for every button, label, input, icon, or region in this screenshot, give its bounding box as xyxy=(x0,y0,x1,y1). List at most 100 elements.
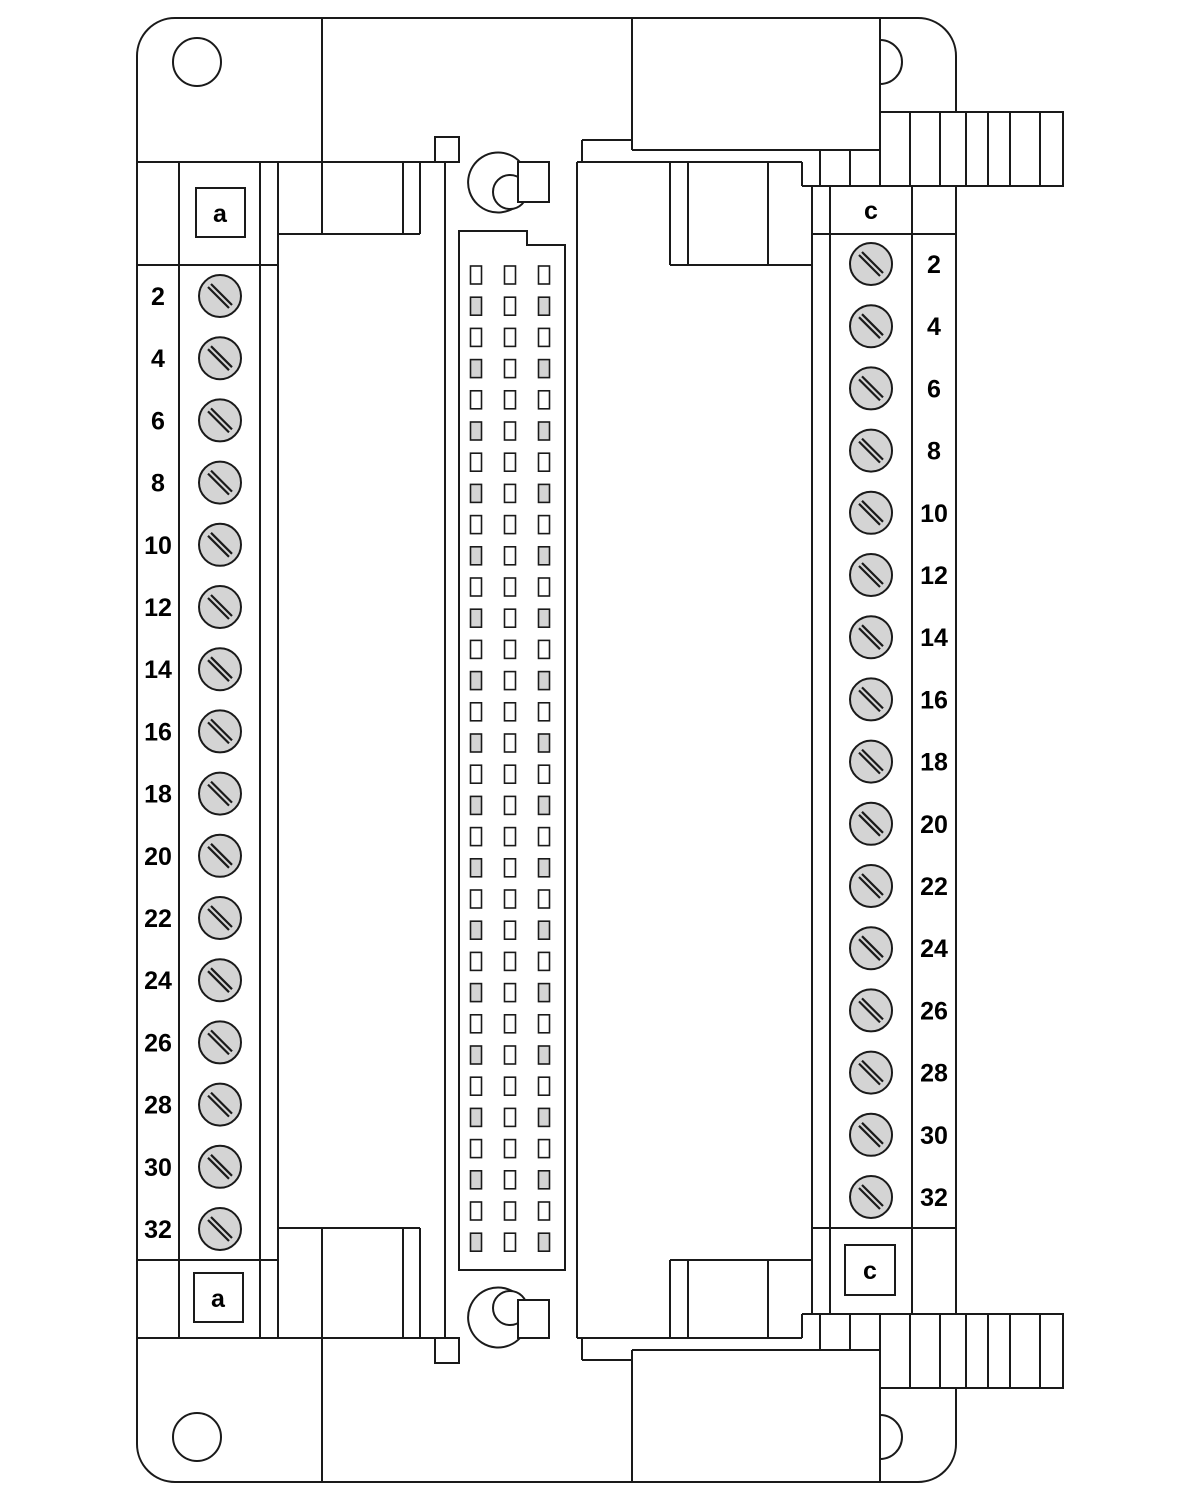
connector-pin xyxy=(537,920,551,941)
connector-pin xyxy=(537,1107,551,1128)
right-terminal-screw-30 xyxy=(849,1112,893,1157)
connector-pin xyxy=(537,795,551,816)
connector-pin xyxy=(469,358,483,379)
connector-pin xyxy=(537,265,551,285)
left-terminal-label-10: 10 xyxy=(144,532,172,560)
connector-pin xyxy=(503,920,517,941)
left-terminal-label-30: 30 xyxy=(144,1154,172,1182)
connector-pin xyxy=(537,577,551,597)
connector-pin xyxy=(537,857,551,878)
right-terminal-label-18: 18 xyxy=(920,749,948,777)
connector-pin xyxy=(503,639,517,660)
connector-pin xyxy=(503,1170,517,1190)
connector-pin xyxy=(537,1201,551,1221)
connector-pin xyxy=(503,608,517,629)
connector-pin xyxy=(537,421,551,441)
connector-pin xyxy=(503,514,517,535)
connector-pin xyxy=(537,545,551,566)
connector-pin xyxy=(537,764,551,785)
mounting-hole-top-right xyxy=(879,39,903,85)
left-terminal-label-28: 28 xyxy=(144,1092,172,1120)
connector-pin xyxy=(503,795,517,816)
connector-pin xyxy=(503,764,517,785)
row-a-footer-box xyxy=(193,1272,244,1323)
right-terminal-label-8: 8 xyxy=(927,438,941,466)
row-a-header-box xyxy=(195,187,246,238)
connector-pin xyxy=(503,1076,517,1096)
connector-pin xyxy=(503,545,517,566)
left-terminal-screw-14 xyxy=(198,647,242,692)
left-terminal-screw-32 xyxy=(198,1207,242,1251)
connector-pin xyxy=(503,327,517,348)
connector-pin xyxy=(503,857,517,878)
connector-pin xyxy=(469,1107,483,1128)
left-terminal-label-14: 14 xyxy=(144,656,172,684)
connector-pin xyxy=(469,639,483,660)
connector-pin xyxy=(469,795,483,816)
connector-pin xyxy=(469,483,483,504)
right-terminal-label-30: 30 xyxy=(920,1122,948,1150)
right-terminal-label-2: 2 xyxy=(927,251,941,279)
right-terminal-strip xyxy=(811,186,956,1314)
connector-pin xyxy=(469,1013,483,1034)
right-terminal-screw-24 xyxy=(849,926,893,971)
left-terminal-label-18: 18 xyxy=(144,781,172,809)
left-terminal-screw-22 xyxy=(198,896,242,940)
right-terminal-label-20: 20 xyxy=(920,811,948,839)
left-terminal-label-16: 16 xyxy=(144,718,172,746)
connector-pin xyxy=(503,1045,517,1065)
connector-pin xyxy=(537,1076,551,1096)
right-terminal-screw-26 xyxy=(849,988,893,1033)
connector-pin xyxy=(469,1138,483,1159)
right-terminal-label-10: 10 xyxy=(920,500,948,528)
right-terminal-screw-4 xyxy=(849,304,893,349)
right-terminal-label-4: 4 xyxy=(927,313,941,341)
right-terminal-screw-12 xyxy=(849,553,893,597)
connector-pin xyxy=(503,452,517,473)
left-terminal-label-12: 12 xyxy=(144,594,172,622)
connector-pin xyxy=(469,764,483,785)
connector-pin xyxy=(503,733,517,753)
right-terminal-label-26: 26 xyxy=(920,997,948,1025)
connector-pin xyxy=(537,296,551,317)
connector-pin xyxy=(503,296,517,317)
right-terminal-screw-6 xyxy=(849,366,893,411)
row-c-footer-label: c xyxy=(863,1257,877,1285)
connector-pin xyxy=(503,483,517,504)
right-terminal-label-24: 24 xyxy=(920,935,948,963)
connector-pin xyxy=(503,1138,517,1159)
connector-pin xyxy=(537,733,551,753)
connector-pin xyxy=(537,701,551,722)
connector-pin xyxy=(537,483,551,504)
left-terminal-screw-18 xyxy=(198,771,242,816)
connector-pin xyxy=(537,1170,551,1190)
connector-pin xyxy=(537,327,551,348)
bottom-band xyxy=(137,1337,881,1482)
left-terminal-label-2: 2 xyxy=(151,283,165,311)
right-terminal-screw-14 xyxy=(849,615,893,660)
left-terminal-screw-24 xyxy=(198,958,242,1003)
connector-pin xyxy=(469,577,483,597)
connector-pin xyxy=(503,358,517,379)
connector-pin xyxy=(469,608,483,629)
row-c-header-label: c xyxy=(864,197,878,225)
connector-pin xyxy=(469,1076,483,1096)
left-terminal-screw-2 xyxy=(198,274,242,318)
connector-pin xyxy=(469,920,483,941)
left-terminal-screw-8 xyxy=(198,460,242,505)
connector-pin xyxy=(503,826,517,847)
connector-pin xyxy=(469,389,483,410)
connector-pin xyxy=(503,670,517,691)
connector-pin xyxy=(469,826,483,847)
right-terminal-label-28: 28 xyxy=(920,1060,948,1088)
connector-pin xyxy=(503,701,517,722)
right-terminal-screw-16 xyxy=(849,677,893,722)
connector-pin xyxy=(469,1232,483,1252)
connector-pins xyxy=(469,265,551,1252)
right-terminal-screw-8 xyxy=(849,428,893,473)
connector-pin xyxy=(469,296,483,317)
left-terminal-label-6: 6 xyxy=(151,407,165,435)
right-terminal-screw-22 xyxy=(849,864,893,908)
right-terminal-label-22: 22 xyxy=(920,873,948,901)
